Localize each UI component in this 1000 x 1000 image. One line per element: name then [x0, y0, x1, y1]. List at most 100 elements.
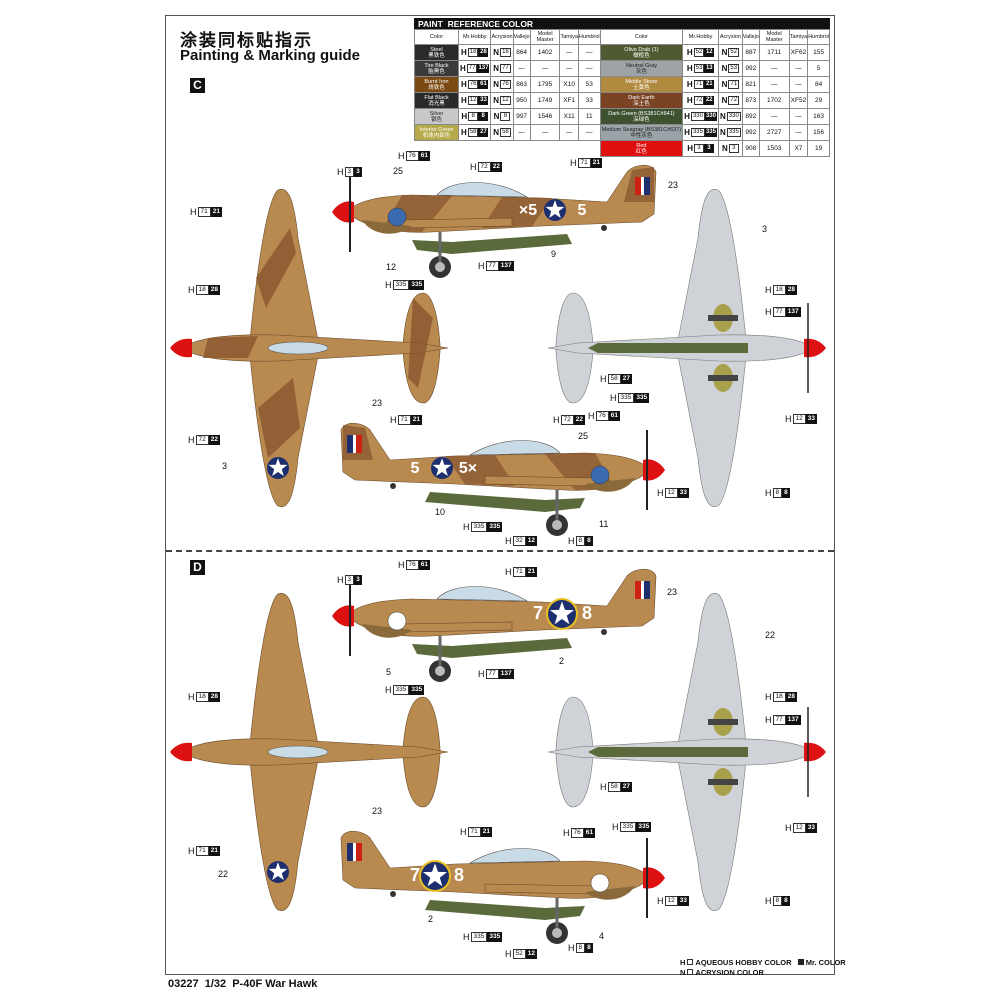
part-number-callout: 23 [372, 398, 382, 408]
hobby-prefix: H [600, 374, 607, 384]
color-name: Neutral Gray [625, 62, 658, 69]
hobby-prefix: H [470, 162, 477, 172]
star-icon [268, 862, 288, 880]
tamiya-code: — [559, 124, 579, 141]
acrysion-number: 53 [728, 64, 740, 73]
hobby-prefix: H [478, 261, 485, 271]
mr-color-code: 27 [620, 782, 632, 792]
mr-color-code: 137 [498, 261, 514, 271]
acrysion-number: 52 [728, 48, 740, 57]
aqueous-code: 71 [467, 827, 481, 837]
part-number-callout: 4 [599, 931, 604, 941]
fin-flash-blue [347, 435, 353, 453]
star-icon [545, 200, 565, 218]
drop-tank [588, 747, 748, 757]
color-name: Red [636, 142, 647, 149]
mr-color-code: 330 [704, 112, 717, 121]
aqueous-code: 335 [392, 685, 410, 695]
hobby-prefix: H [765, 307, 772, 317]
mr-color-code: 335 [487, 522, 503, 532]
color-name-cn: 胎黑色 [428, 68, 445, 75]
hobby-prefix: H [460, 827, 467, 837]
aqueous-code: 71 [197, 207, 211, 217]
title-chinese: 涂装同标贴指示 [180, 31, 313, 50]
mr-color-code: 28 [208, 692, 220, 702]
mr-color-code: 12 [704, 48, 715, 57]
mr-color-code: 21 [525, 567, 537, 577]
aqueous-code: 8 [575, 536, 586, 546]
tail-wheel [601, 629, 607, 635]
decal-number: 23 [668, 180, 679, 190]
aircraft-code-marking: 7 [533, 603, 543, 623]
decal-number: 9 [551, 249, 557, 259]
acrysion-prefix: N [680, 968, 686, 977]
aqueous-code: 72 [560, 415, 574, 425]
mr-color-code: 22 [704, 96, 715, 105]
hobby-prefix: H [553, 415, 560, 425]
fin-flash-white [641, 177, 644, 195]
canopy [468, 440, 561, 456]
decal-number: 12 [386, 262, 397, 272]
hobby-prefix: H [765, 715, 772, 725]
mr-color-code: 8 [782, 488, 790, 498]
part-number-callout: 23 [372, 806, 382, 816]
hobby-prefix: H [385, 280, 392, 290]
decal-number: 23 [667, 587, 678, 597]
color-name-cn: 烧铁色 [428, 84, 445, 91]
fin-flash-red [356, 843, 362, 861]
aqueous-code: 12 [792, 823, 806, 833]
mr-color-code: 335 [704, 128, 717, 137]
mr-color-code: 3 [354, 167, 362, 177]
red-spinner [643, 459, 665, 481]
mr-color-code: 21 [590, 158, 602, 168]
aqueous-code: 77 [466, 64, 478, 73]
color-name: Interior Green [419, 126, 454, 133]
chin-intake [585, 886, 635, 900]
decal-number: 3 [222, 461, 228, 471]
aqueous-code: 18 [195, 285, 209, 295]
mr-color-code: 3 [354, 575, 362, 585]
fin-flash-blue [347, 843, 353, 861]
mr-color-code: 8 [585, 536, 593, 546]
aqueous-code: 72 [195, 435, 209, 445]
star-icon [550, 601, 574, 625]
aqueous-code: 335 [690, 128, 705, 137]
section-divider [166, 550, 834, 552]
aqueous-code: 76 [467, 80, 479, 89]
color-name: Flat Black [424, 94, 449, 101]
decal-number: 2 [559, 656, 565, 666]
mr-color-code: 335 [636, 822, 652, 832]
color-name: Medium Seagray (BS381C#637) [601, 126, 682, 133]
hobby-prefix: H [398, 151, 405, 161]
mr-color-code: 137 [785, 307, 801, 317]
camouflage-pattern [203, 228, 433, 458]
aqueous-code: 8 [468, 112, 479, 121]
drop-tank [412, 234, 572, 254]
color-name-cn: 灰色 [635, 68, 647, 75]
nose-art [387, 611, 407, 631]
